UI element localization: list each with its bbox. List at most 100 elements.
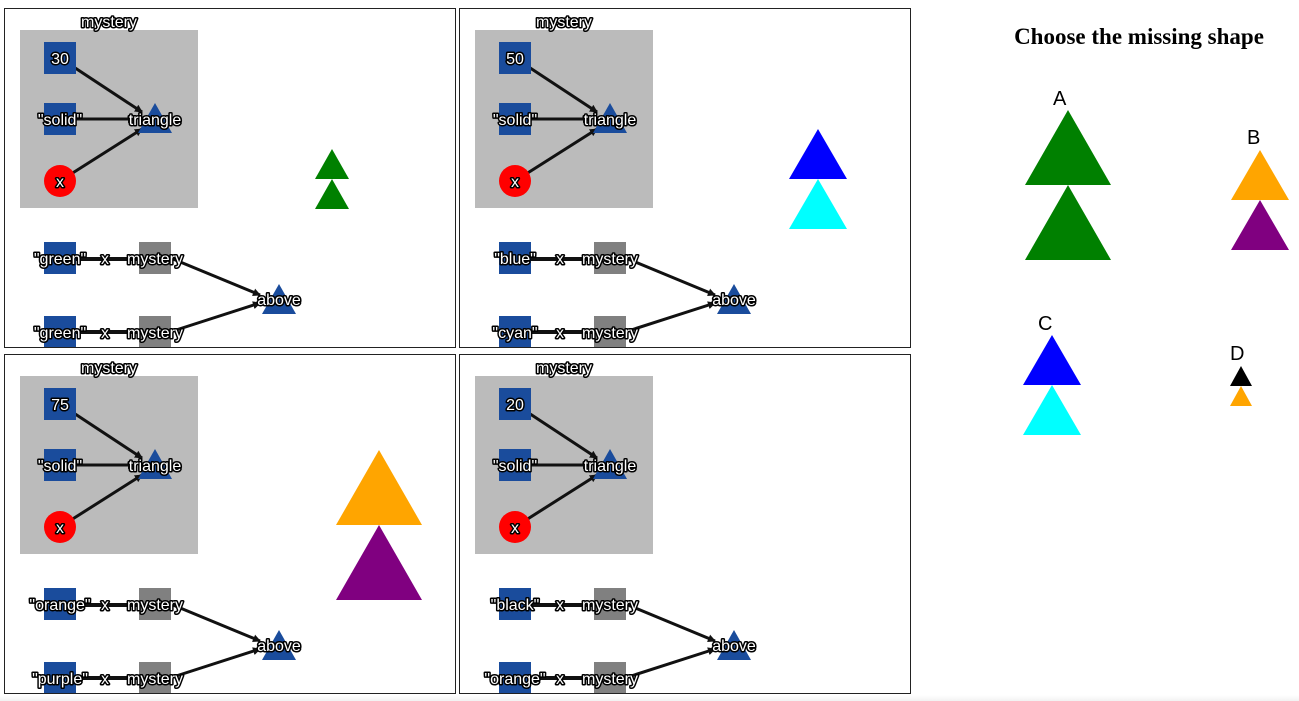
row1-call-label: mystery bbox=[127, 597, 183, 614]
row1-mystery-node bbox=[139, 242, 171, 274]
definition-title: mystery bbox=[81, 14, 137, 31]
row1-mystery-node bbox=[594, 588, 626, 620]
row1-arrow bbox=[627, 603, 716, 643]
row2-color-node bbox=[499, 316, 531, 347]
row2-arrow bbox=[627, 647, 716, 679]
row2-mystery-node bbox=[594, 662, 626, 693]
above-function-node bbox=[262, 630, 296, 660]
row2-param-value: x bbox=[556, 671, 564, 688]
row2-call-label: mystery bbox=[127, 325, 183, 342]
param-arrow bbox=[59, 473, 143, 529]
row1-color-node bbox=[499, 242, 531, 274]
row1-call-label: mystery bbox=[582, 251, 638, 268]
size-value: 75 bbox=[51, 397, 69, 414]
result-shape bbox=[789, 129, 847, 229]
param-arrow bbox=[514, 127, 598, 183]
row1-color-node bbox=[44, 588, 76, 620]
triangle-function-node bbox=[138, 103, 172, 133]
definition-title: mystery bbox=[536, 360, 592, 377]
result-top-triangle bbox=[336, 450, 422, 525]
mode-node bbox=[44, 103, 76, 135]
choice-letter[interactable]: A bbox=[1053, 88, 1067, 110]
param-value: x bbox=[511, 520, 519, 537]
mode-node bbox=[44, 449, 76, 481]
row2-color-value: "orange" bbox=[484, 671, 545, 688]
row2-color-value: "green" bbox=[34, 325, 86, 342]
row2-param-value: x bbox=[556, 325, 564, 342]
choice-bottom-triangle[interactable] bbox=[1025, 185, 1111, 260]
row1-param-value: x bbox=[556, 251, 564, 268]
row2-color-value: "purple" bbox=[32, 671, 88, 688]
mode-value: "solid" bbox=[38, 112, 82, 129]
row2-mystery-node bbox=[594, 316, 626, 347]
mode-value: "solid" bbox=[493, 112, 537, 129]
row1-color-node bbox=[44, 242, 76, 274]
size-value: 30 bbox=[51, 51, 69, 68]
mode-value: "solid" bbox=[493, 458, 537, 475]
row2-color-node bbox=[44, 316, 76, 347]
mode-node bbox=[499, 103, 531, 135]
row2-call-label: mystery bbox=[582, 325, 638, 342]
row1-color-value: "blue" bbox=[494, 251, 536, 268]
choice-letter[interactable]: C bbox=[1038, 313, 1053, 335]
row2-arrow bbox=[172, 647, 261, 679]
definition-title: mystery bbox=[536, 14, 592, 31]
row2-param-value: x bbox=[101, 671, 109, 688]
row2-mystery-node bbox=[139, 662, 171, 693]
program-panel-3: mystery 75 "solid" x triangle bbox=[4, 354, 456, 694]
program-panel-1: mystery 30 "solid" x triangle bbox=[4, 8, 456, 348]
row1-call-label: mystery bbox=[582, 597, 638, 614]
definition-title: mystery bbox=[81, 360, 137, 377]
param-node bbox=[499, 511, 531, 543]
triangle-function-node bbox=[593, 103, 627, 133]
param-value: x bbox=[511, 174, 519, 191]
choice-letter[interactable]: B bbox=[1247, 127, 1261, 149]
result-bottom-triangle bbox=[789, 179, 847, 229]
size-node bbox=[499, 388, 531, 420]
row1-call-label: mystery bbox=[127, 251, 183, 268]
row2-color-value: "cyan" bbox=[492, 325, 537, 342]
choice-letter[interactable]: D bbox=[1230, 343, 1245, 365]
row1-color-node bbox=[499, 588, 531, 620]
row1-arrow bbox=[172, 603, 261, 643]
row2-call-label: mystery bbox=[127, 671, 183, 688]
row2-call-label: mystery bbox=[582, 671, 638, 688]
size-value: 20 bbox=[506, 397, 524, 414]
above-function-node bbox=[717, 284, 751, 314]
size-node bbox=[44, 42, 76, 74]
result-shape bbox=[315, 149, 349, 209]
choice-top-triangle[interactable] bbox=[1025, 110, 1111, 185]
row2-arrow bbox=[172, 301, 261, 333]
choice-top-triangle[interactable] bbox=[1231, 150, 1289, 200]
result-top-triangle bbox=[315, 149, 349, 179]
above-function-node bbox=[262, 284, 296, 314]
size-node bbox=[499, 42, 531, 74]
size-node bbox=[44, 388, 76, 420]
choice-top-triangle[interactable] bbox=[1230, 366, 1252, 386]
question-title: Choose the missing shape bbox=[1014, 24, 1264, 49]
program-diagram: mystery 50 "solid" x triangle bbox=[475, 13, 847, 347]
program-panel-2: mystery 50 "solid" x triangle bbox=[459, 8, 911, 348]
param-node bbox=[44, 511, 76, 543]
choice-bottom-triangle[interactable] bbox=[1230, 386, 1252, 406]
size-value: 50 bbox=[506, 51, 524, 68]
combiner-label: above bbox=[712, 638, 756, 655]
row2-mystery-node bbox=[139, 316, 171, 347]
page-bottom-edge bbox=[0, 695, 1299, 701]
program-diagram: mystery 75 "solid" x triangle bbox=[20, 359, 422, 693]
function-name: triangle bbox=[584, 458, 637, 475]
mode-node bbox=[499, 449, 531, 481]
row1-color-value: "orange" bbox=[29, 597, 90, 614]
function-name: triangle bbox=[129, 112, 182, 129]
row1-param-value: x bbox=[556, 597, 564, 614]
choice-top-triangle[interactable] bbox=[1023, 335, 1081, 385]
function-name: triangle bbox=[129, 458, 182, 475]
result-shape bbox=[336, 450, 422, 600]
result-bottom-triangle bbox=[315, 179, 349, 209]
function-name: triangle bbox=[584, 112, 637, 129]
param-value: x bbox=[56, 174, 64, 191]
choice-bottom-triangle[interactable] bbox=[1023, 385, 1081, 435]
choice-bottom-triangle[interactable] bbox=[1231, 200, 1289, 250]
combiner-label: above bbox=[712, 292, 756, 309]
above-function-node bbox=[717, 630, 751, 660]
